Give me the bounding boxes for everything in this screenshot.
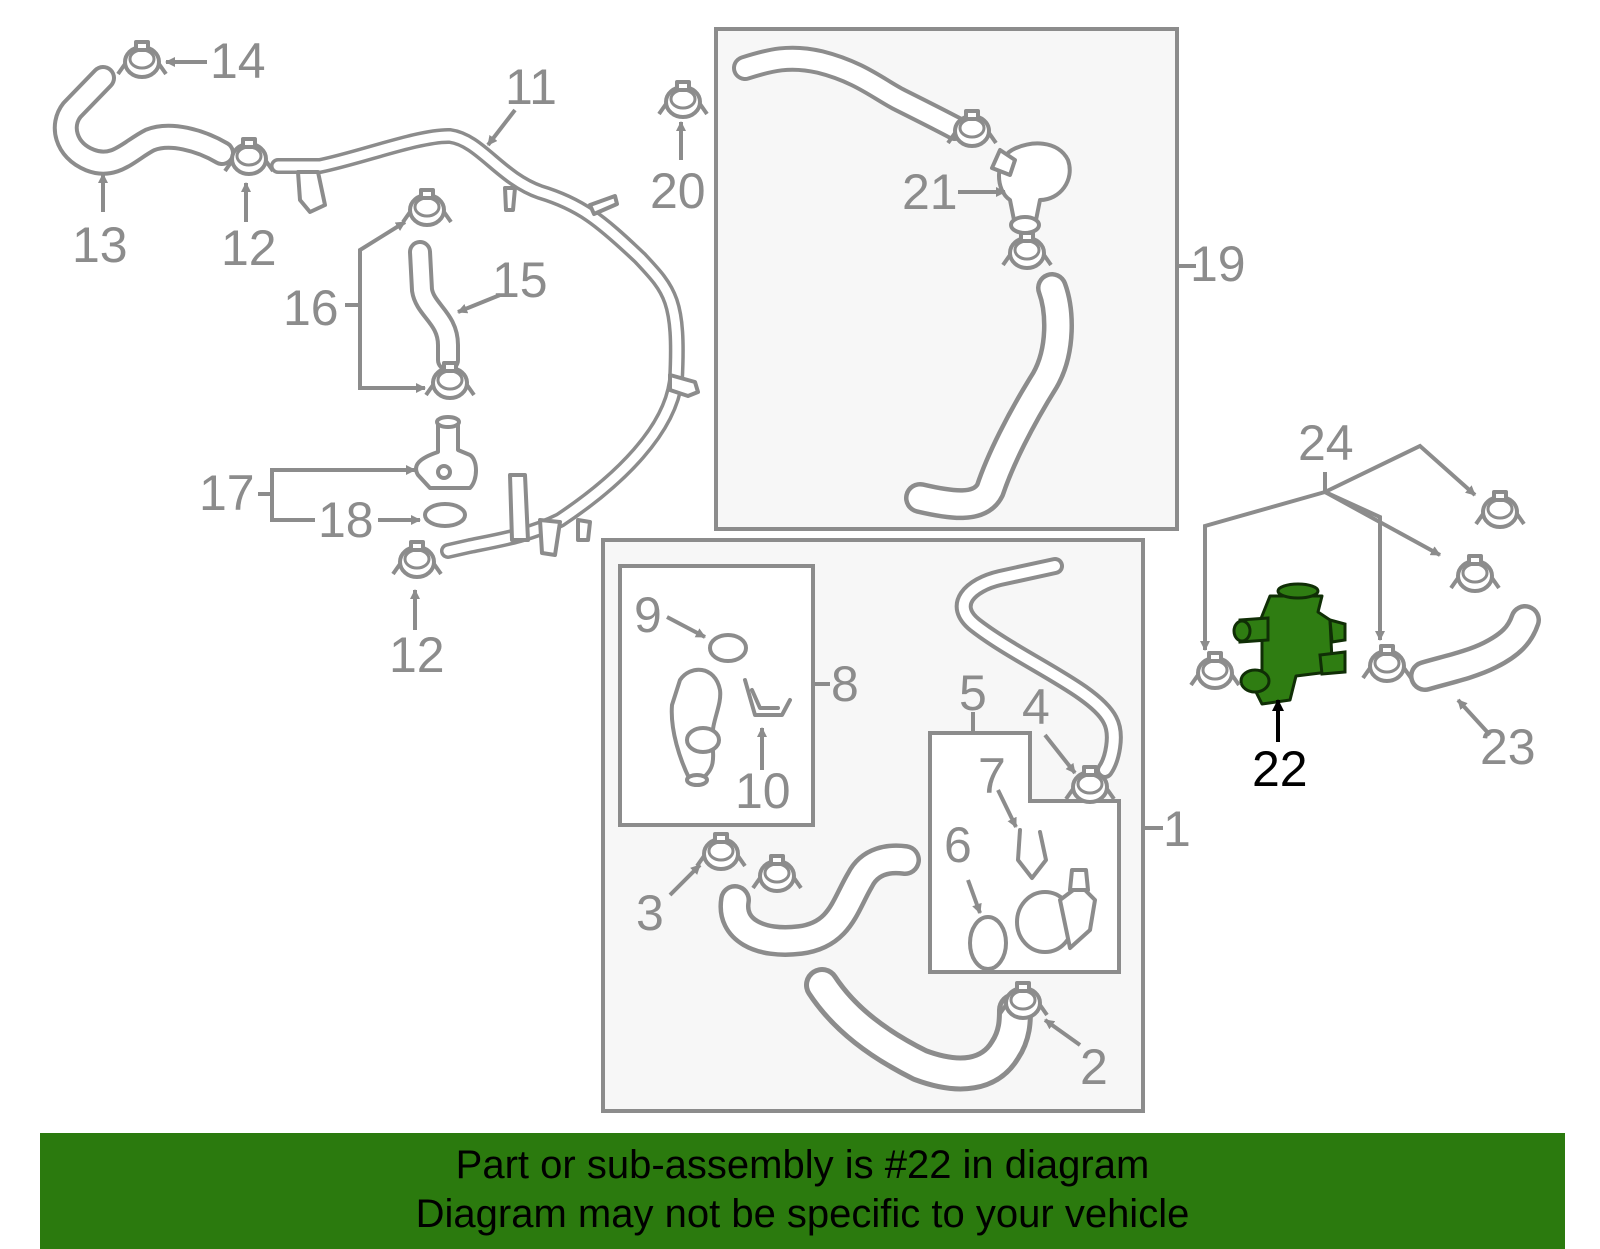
pipe-11 <box>270 128 700 559</box>
hose-13 <box>52 65 235 176</box>
o-ring-18 <box>423 502 467 528</box>
clamp-12-bottom <box>391 540 443 579</box>
pump-22-highlight <box>1232 582 1347 706</box>
callout-3: 3 <box>636 885 664 941</box>
leader-lines <box>98 57 1492 1047</box>
o-ring-6 <box>968 915 1008 971</box>
callout-1: 1 <box>1163 801 1191 857</box>
clip-10 <box>743 678 792 717</box>
callout-2: 2 <box>1080 1039 1108 1095</box>
hose-19-upper <box>732 45 968 141</box>
notice-banner: Part or sub-assembly is #22 in diagram D… <box>40 1133 1565 1249</box>
clamp-24-a <box>1189 651 1241 690</box>
assembly-box-19 <box>714 27 1179 531</box>
outlet-17 <box>414 415 478 490</box>
callout-23: 23 <box>1480 719 1536 775</box>
thermostat-5 <box>1015 868 1097 954</box>
connector-8 <box>669 667 723 787</box>
hose-1-upper <box>718 843 921 957</box>
callout-21: 21 <box>902 164 958 220</box>
callout-19: 19 <box>1190 236 1246 292</box>
banner-line-2: Diagram may not be specific to your vehi… <box>415 1192 1190 1236</box>
callout-6: 6 <box>944 817 972 873</box>
clamp-16-top <box>401 188 453 227</box>
callout-18: 18 <box>318 492 374 548</box>
callout-4: 4 <box>1022 679 1050 735</box>
callout-9: 9 <box>634 587 662 643</box>
callout-24: 24 <box>1298 415 1354 471</box>
clip-7 <box>1016 828 1048 880</box>
callout-8: 8 <box>831 656 859 712</box>
callout-20: 20 <box>650 163 706 219</box>
callout-16: 16 <box>283 280 339 336</box>
hose-19-lower <box>904 272 1074 521</box>
clamp-24-d <box>1474 490 1526 529</box>
callout-22: 22 <box>1252 741 1308 797</box>
clamp-16-bottom <box>424 361 476 400</box>
hose-1-lower <box>804 967 1033 1092</box>
valve-21 <box>990 141 1072 235</box>
hose-23 <box>1409 604 1541 692</box>
callout-7: 7 <box>978 748 1006 804</box>
callout-13: 13 <box>72 217 128 273</box>
callout-15: 15 <box>492 252 548 308</box>
clamp-14 <box>116 40 168 79</box>
banner-line-1: Part or sub-assembly is #22 in diagram <box>455 1143 1150 1187</box>
clamp-12-top <box>223 137 275 176</box>
clamp-20 <box>657 80 709 119</box>
callout-12-top: 12 <box>221 220 277 276</box>
callout-14: 14 <box>210 33 266 89</box>
clamp-24-b <box>1361 644 1413 683</box>
pipe-1 <box>954 557 1123 779</box>
clamp-24-c <box>1449 554 1501 593</box>
callout-12-bottom: 12 <box>389 627 445 683</box>
callout-5: 5 <box>959 665 987 721</box>
callout-11: 11 <box>505 59 557 115</box>
hose-15 <box>408 240 460 372</box>
callout-10: 10 <box>735 763 791 819</box>
o-ring-9 <box>708 633 748 663</box>
callout-17: 17 <box>199 465 255 521</box>
